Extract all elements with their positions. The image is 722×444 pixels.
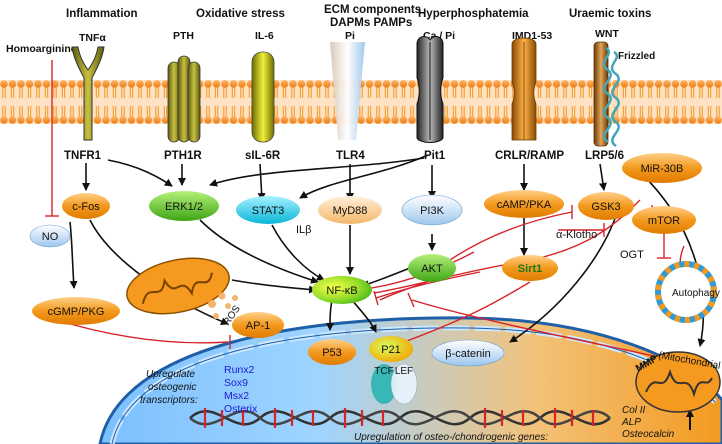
node-sirt1: Sirt1 — [502, 255, 558, 281]
node-lef: LEF — [390, 363, 418, 405]
node-cgmp: cGMP/PKG — [32, 297, 120, 325]
gene-label: Col II — [622, 405, 646, 416]
svg-text:mTOR: mTOR — [648, 215, 680, 227]
label-klotho: α-Klotho — [556, 229, 597, 241]
svg-text:TCF: TCF — [374, 366, 393, 377]
autophagy-icon — [655, 261, 717, 323]
label-osteo-line2: osteogenic — [148, 382, 196, 393]
label-frizzled: Frizzled — [618, 51, 655, 62]
label-osteo-line1: Upregulate — [146, 369, 195, 380]
transcription-factor: Msx2 — [224, 390, 249, 402]
svg-text:MyD88: MyD88 — [333, 205, 368, 217]
svg-text:LEF: LEF — [395, 366, 413, 377]
svg-text:Sirt1: Sirt1 — [518, 263, 542, 275]
node-p21: P21 — [369, 336, 413, 362]
transcription-factor: Sox9 — [224, 377, 248, 389]
header-hyperphosphatemia: Hyperphosphatemia — [418, 8, 529, 20]
svg-text:NF-κB: NF-κB — [326, 285, 357, 297]
label-sil6r: sIL-6R — [245, 150, 281, 162]
svg-text:MiR-30B: MiR-30B — [641, 163, 684, 175]
svg-text:GSK3: GSK3 — [591, 201, 620, 213]
node-myd88: MyD88 — [318, 196, 382, 224]
node-camp: cAMP/PKA — [484, 190, 564, 218]
header-ecm: ECM components — [324, 4, 421, 16]
header-uraemic-toxins: Uraemic toxins — [569, 8, 651, 20]
node-no: NO — [29, 224, 71, 248]
label-tnfr1: TNFR1 — [64, 150, 102, 162]
tnfr1-receptor-icon — [71, 46, 105, 141]
node-cfos: c-Fos — [62, 193, 110, 219]
label-osteo-line3: transcriptors: — [140, 395, 198, 406]
node-erk: ERK1/2 — [149, 191, 219, 221]
label-pth1r: PTH1R — [164, 150, 202, 162]
node-gsk3: GSK3 — [578, 192, 634, 220]
lrp-frizzled-receptor-icon — [593, 41, 620, 148]
svg-text:β-catenin: β-catenin — [445, 348, 490, 360]
svg-text:cAMP/PKA: cAMP/PKA — [497, 199, 552, 211]
pit1-receptor-icon — [416, 36, 444, 143]
svg-text:PI3K: PI3K — [420, 205, 445, 217]
node-ap1: AP-1 — [232, 312, 284, 338]
svg-text:cGMP/PKG: cGMP/PKG — [48, 306, 105, 318]
header-oxidative-stress: Oxidative stress — [196, 8, 285, 20]
svg-text:AP-1: AP-1 — [246, 320, 270, 332]
label-wnt: WNT — [595, 28, 619, 40]
node-stat3: STAT3 — [236, 196, 300, 224]
label-pth: PTH — [173, 30, 194, 42]
label-pit1: Pit1 — [424, 150, 446, 162]
transcription-factor: Runx2 — [224, 364, 255, 376]
header-dapms-pamps: DAPMs PAMPs — [330, 17, 412, 29]
label-pi: Pi — [345, 30, 355, 42]
label-ogt: OGT — [620, 249, 644, 261]
transcription-factor: Osterix — [224, 403, 258, 415]
gene-label: ALP — [621, 417, 641, 428]
sil6r-receptor-icon — [251, 51, 275, 143]
pth1r-receptor-icon — [167, 55, 201, 143]
node-nfkb: NF-κB — [312, 276, 372, 304]
node-akt: AKT — [408, 254, 456, 282]
crlr-ramp-receptor-icon — [511, 37, 537, 141]
svg-text:c-Fos: c-Fos — [72, 201, 100, 213]
svg-text:STAT3: STAT3 — [252, 205, 285, 217]
node-bcatenin: β-catenin — [431, 339, 505, 367]
svg-text:ERK1/2: ERK1/2 — [165, 201, 203, 213]
header-inflammation: Inflammation — [66, 8, 138, 20]
label-crlr-ramp: CRLR/RAMP — [495, 150, 564, 162]
gene-label: Osteocalcin — [622, 429, 675, 440]
label-il6: IL-6 — [255, 30, 274, 42]
svg-text:NO: NO — [42, 231, 59, 243]
label-lrp: LRP5/6 — [585, 150, 624, 162]
svg-text:P53: P53 — [322, 347, 342, 359]
label-tlr4: TLR4 — [336, 150, 365, 162]
mmp-mitochondrion-icon — [635, 351, 721, 413]
mitochondrion-icon — [126, 257, 238, 319]
label-autophagy: Autophagy — [672, 288, 720, 299]
dna-helix-icon — [189, 408, 611, 428]
node-mir30b: MiR-30B — [622, 153, 702, 183]
label-ilb: ILβ — [296, 224, 312, 236]
label-homoarginine: Homoarginine — [6, 43, 77, 55]
node-p53: P53 — [308, 339, 356, 365]
svg-text:P21: P21 — [381, 344, 401, 356]
svg-text:AKT: AKT — [421, 263, 443, 275]
node-pi3k: PI3K — [401, 194, 463, 226]
node-tcf: TCF — [371, 364, 397, 404]
label-genes-caption: Upregulation of osteo-/chondrogenic gene… — [354, 432, 548, 443]
label-tnfa: TNFα — [79, 32, 106, 44]
node-mtor: mTOR — [632, 206, 696, 234]
tlr4-receptor-icon — [330, 42, 365, 140]
